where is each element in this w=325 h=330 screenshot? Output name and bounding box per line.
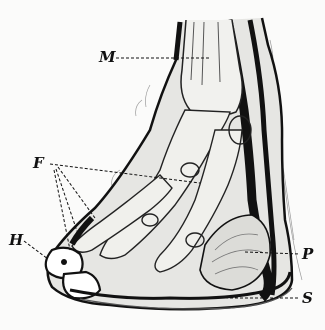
label-h: H: [9, 233, 23, 248]
label-m: M: [99, 50, 116, 65]
label-p: P: [302, 247, 313, 262]
label-s: S: [302, 291, 313, 306]
metatarsal-bone: [176, 20, 242, 116]
label-f: F: [33, 156, 44, 171]
